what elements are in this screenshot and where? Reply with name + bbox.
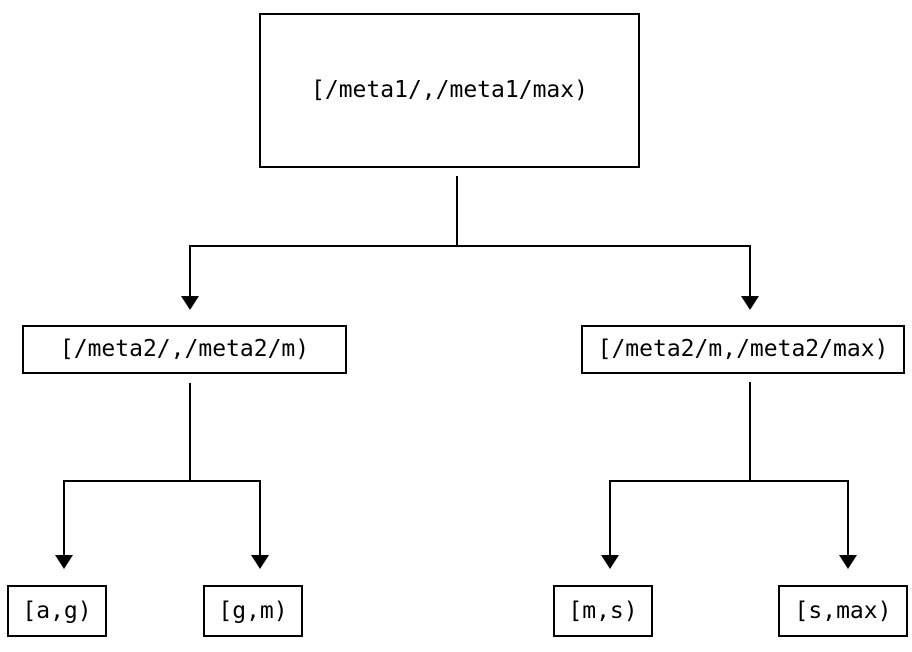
node-label: [a,g) [22, 597, 92, 624]
arrowhead-leaf-gm-icon [251, 555, 269, 569]
node-label: [g,m) [218, 597, 288, 624]
node-meta2-right-range: [/meta2/m,/meta2/max) [581, 325, 905, 374]
node-root-meta1-range: [/meta1/,/meta1/max) [259, 13, 640, 168]
arrowhead-leaf-ag-icon [55, 555, 73, 569]
connector-right-bracket [609, 480, 849, 556]
node-label: [m,s) [568, 597, 638, 624]
node-label: [/meta2/m,/meta2/max) [597, 336, 889, 362]
node-label: [/meta1/,/meta1/max) [311, 77, 588, 103]
node-meta2-left-range: [/meta2/,/meta2/m) [22, 325, 347, 374]
arrowhead-leaf-ms-icon [601, 555, 619, 569]
node-leaf-smax: [s,max) [778, 585, 908, 637]
connector-left-bracket [63, 480, 261, 556]
node-label: [/meta2/,/meta2/m) [59, 336, 310, 362]
connector-level1-bracket [189, 245, 751, 297]
arrowhead-mid-left-icon [181, 296, 199, 310]
arrowhead-leaf-smax-icon [839, 555, 857, 569]
node-leaf-ag: [a,g) [7, 585, 107, 637]
node-leaf-ms: [m,s) [553, 585, 653, 637]
node-leaf-gm: [g,m) [203, 585, 303, 637]
arrowhead-mid-right-icon [741, 296, 759, 310]
node-label: [s,max) [794, 597, 892, 624]
